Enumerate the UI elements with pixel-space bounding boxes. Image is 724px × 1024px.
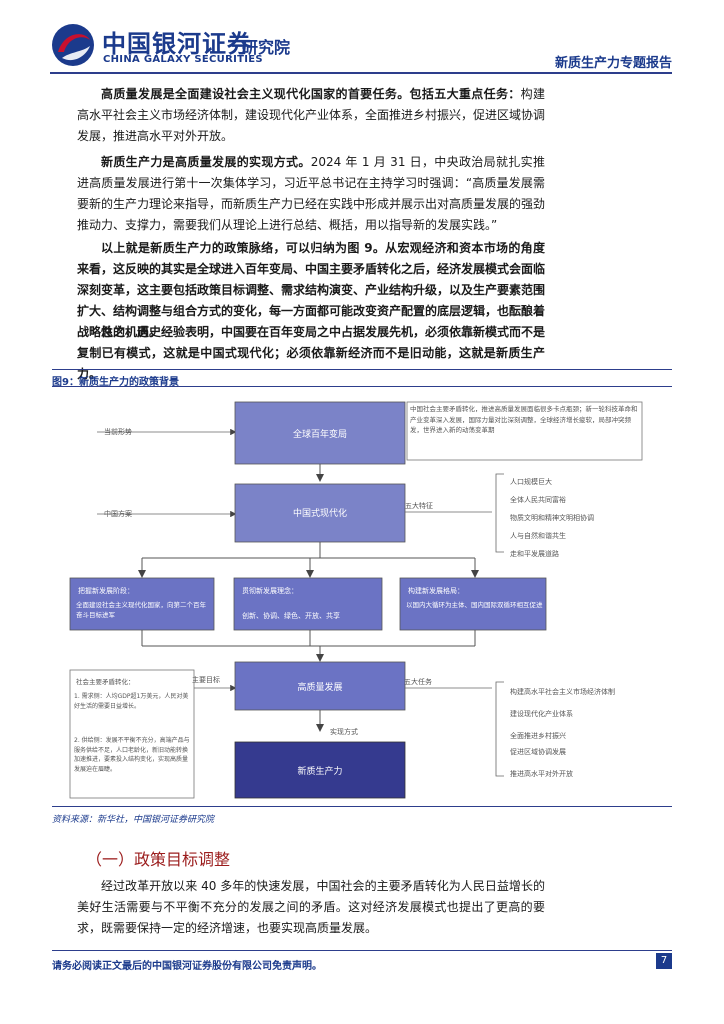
box-global-change [234, 401, 406, 465]
feature-5: 走和平发展道路 [510, 549, 559, 558]
box-new-pattern-title: 构建新发展格局： [408, 586, 464, 595]
policy-background-diagram: 当前形势 中国方案 全球百年变局 中国社会主要矛盾转化，推进高质量发展面临很多卡… [69, 401, 643, 799]
change-note-text: 中国社会主要矛盾转化，推进高质量发展面临很多卡点瓶颈；新一轮科技革命和产业变革深… [410, 405, 638, 434]
contradiction-item-1-wrap: 1. 需求侧：人均GDP超1万美元，人民对美好生活的需要日益增长。 [74, 693, 189, 710]
box-new-concept [233, 577, 383, 631]
footer-disclaimer: 请务必阅读正文最后的中国银河证券股份有限公司免责声明。 [52, 961, 322, 972]
figure-source: 资料来源：新华社，中国银河证券研究院 [52, 815, 215, 825]
label-main-goal: 主要目标 [192, 675, 220, 684]
box-new-pattern-body: 以国内大循环为主体、国内国际双循环相互促进 [406, 601, 543, 609]
paragraph-2: 新质生产力是高质量发展的实现方式。2024 年 1 月 31 日，中央政治局就扎… [77, 152, 545, 236]
figure-title-rule [52, 386, 672, 387]
label-china-plan: 中国方案 [104, 509, 132, 518]
task-2: 建设现代化产业体系 [510, 709, 573, 718]
section-heading: （一）政策目标调整 [86, 850, 231, 869]
box-new-concept-body: 创新、协调、绿色、开放、共享 [242, 611, 340, 620]
label-five-features: 五大特征 [405, 501, 433, 510]
task-4: 促进区域协调发展 [510, 747, 566, 756]
page-number: 7 [656, 953, 672, 969]
contradiction-item-1: 1. 需求侧：人均GDP超1万美元，人民对美好生活的需要日益增长。 [74, 693, 189, 710]
label-five-tasks: 五大任务 [404, 677, 432, 686]
box-new-productive-forces-label: 新质生产力 [297, 765, 342, 777]
task-5: 推进高水平对外开放 [510, 769, 573, 778]
box-global-change-label: 全球百年变局 [293, 428, 347, 440]
contradiction-item-2: 2. 供给侧：发展不平衡不充分，高端产品与服务供给不足，人口老龄化，新旧动能转换… [74, 737, 190, 773]
box-new-stage-body: 全面建设社会主义现代化国家，向第二个百年奋斗目标进军 [76, 601, 206, 619]
features-bracket [495, 473, 504, 553]
change-note-text-wrap: 中国社会主要矛盾转化，推进高质量发展面临很多卡点瓶颈；新一轮科技革命和产业变革深… [410, 405, 638, 434]
box-new-stage-title: 把握新发展阶段： [78, 586, 134, 595]
feature-2: 全体人民共同富裕 [510, 495, 566, 504]
feature-3: 物质文明和精神文明相协调 [510, 513, 594, 522]
figure-bottom-rule [52, 806, 672, 807]
feature-4: 人与自然和谐共生 [510, 531, 566, 540]
task-3: 全面推进乡村振兴 [510, 731, 566, 740]
box-new-pattern [399, 577, 547, 631]
paragraph-2-lead: 新质生产力是高质量发展的实现方式。 [101, 155, 311, 169]
contradiction-title: 社会主要矛盾转化： [76, 677, 135, 686]
figure-top-rule [52, 369, 672, 370]
paragraph-1-lead: 高质量发展是全面建设社会主义现代化国家的首要任务。包括五大重点任务： [101, 87, 521, 101]
header-divider [50, 72, 672, 74]
paragraph-2-body: 2024 年 1 月 31 日，中央政治局就扎实推进高质量发展进行第十一次集体学… [77, 155, 546, 232]
institute-name: 研究院 [242, 38, 291, 57]
paragraph-1: 高质量发展是全面建设社会主义现代化国家的首要任务。包括五大重点任务：构建高水平社… [77, 84, 545, 147]
box-new-pattern-body-wrap: 以国内大循环为主体、国内国际双循环相互促进 [406, 601, 543, 609]
figure-title: 图9：新质生产力的政策背景 [52, 377, 179, 388]
paragraph-4: 总之，历史经验表明，中国要在百年变局之中占据发展先机，必须依靠新模式而不是复制已… [77, 325, 546, 381]
box-high-quality-label: 高质量发展 [297, 681, 342, 693]
report-title: 新质生产力专题报告 [554, 56, 672, 71]
galaxy-logo-icon [52, 24, 94, 66]
paragraph-1-body: 构建高水平社会主义市场经济体制，建设现代化产业体系，全面推进乡村振兴，促进区域协… [77, 87, 546, 143]
paragraph-3: 以上就是新质生产力的政策脉络，可以归纳为图 9。从宏观经济和资本市场的角度来看，… [77, 241, 546, 339]
box-contradiction-note [69, 669, 195, 799]
box-new-productive-forces [234, 741, 406, 799]
company-name-en: CHINA GALAXY SECURITIES [103, 54, 263, 65]
box-chinese-modernization [234, 483, 406, 543]
box-new-concept-title: 贯彻新发展理念： [242, 586, 298, 595]
box-change-note [406, 401, 643, 461]
box-high-quality [234, 661, 406, 711]
footer-rule [52, 950, 672, 951]
label-current-situation: 当前形势 [104, 427, 132, 436]
company-name-cn: 中国银河证券 [102, 30, 252, 58]
label-implementation: 实现方式 [330, 727, 358, 736]
box-new-stage [69, 577, 215, 631]
contradiction-item-2-wrap: 2. 供给侧：发展不平衡不充分，高端产品与服务供给不足，人口老龄化，新旧动能转换… [74, 737, 190, 773]
feature-1: 人口规模巨大 [510, 477, 552, 486]
task-1: 构建高水平社会主义市场经济体制 [510, 687, 615, 696]
box-chinese-modernization-label: 中国式现代化 [293, 507, 347, 519]
tasks-bracket [495, 681, 504, 777]
box-new-stage-body-wrap: 全面建设社会主义现代化国家，向第二个百年奋斗目标进军 [76, 601, 206, 619]
paragraph-5: 经过改革开放以来 40 多年的快速发展，中国社会的主要矛盾转化为人民日益增长的美… [77, 879, 545, 935]
